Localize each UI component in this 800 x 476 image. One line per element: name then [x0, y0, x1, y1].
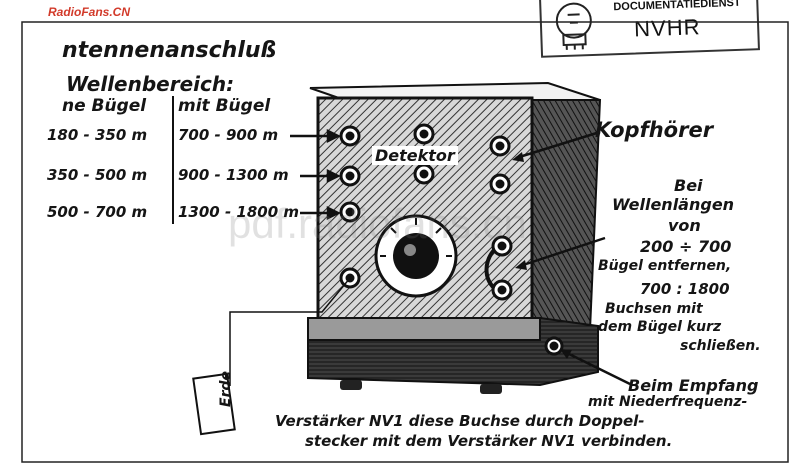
note-line: Wellenlängen — [612, 195, 735, 214]
sockets — [339, 123, 564, 356]
dial-knob-highlight — [404, 244, 416, 256]
frame-border — [21, 21, 789, 463]
dial-ticks — [380, 218, 452, 257]
tube-logo-icon — [555, 2, 592, 50]
range-row-with: 900 - 1300 m — [178, 166, 289, 184]
kopfhoerer-arrow — [515, 130, 601, 160]
ground-wire — [229, 277, 351, 386]
archive-stamp: DOCUMENTATIEDIENST NVHR — [539, 0, 760, 58]
empfang-arrow — [564, 350, 631, 386]
note-line: von — [668, 216, 701, 235]
kopfhoerer-label: Kopfhörer — [595, 118, 714, 142]
empfang-line: mit Niederfrequenz- — [588, 394, 748, 410]
note-line: 200 ÷ 700 — [640, 237, 732, 256]
dial-knob — [393, 233, 439, 279]
note-line: Buchsen mit — [605, 301, 703, 317]
note-line: dem Bügel kurz — [598, 319, 722, 335]
empfang-line: Beim Empfang — [628, 376, 759, 395]
foot-right — [480, 384, 502, 394]
instruction-line: stecker mit dem Verstärker NV1 verbinden… — [305, 432, 673, 450]
note-line: 700 : 1800 — [640, 280, 730, 298]
wave-range-title: Wellenbereich: — [66, 72, 235, 96]
column-divider — [172, 96, 174, 224]
erde-label: Erde — [217, 371, 234, 407]
range-row-with: 1300 - 1800 m — [178, 203, 300, 221]
detektor-label: Detektor — [372, 146, 458, 165]
watermark-pdf: pdf.radiofans.cn — [228, 200, 527, 247]
column-with-bracket: mit Bügel — [178, 96, 271, 116]
column-without-bracket: ne Bügel — [62, 96, 147, 116]
instruction-line: Verstärker NV1 diese Buchse durch Doppel… — [275, 412, 645, 430]
base-trim — [307, 317, 541, 341]
bracket-link — [484, 248, 496, 290]
note-line: Bei — [674, 176, 703, 195]
range-row-without: 180 - 350 m — [47, 126, 148, 144]
range-row-with: 700 - 900 m — [178, 126, 279, 144]
range-row-without: 500 - 700 m — [47, 203, 148, 221]
range-row-without: 350 - 500 m — [47, 166, 148, 184]
antenna-title: ntennenanschluß — [62, 38, 277, 63]
foot-left — [340, 380, 362, 390]
range-arrows — [290, 128, 341, 221]
bracket-arrow — [519, 236, 606, 268]
note-line: schließen. — [680, 338, 761, 354]
watermark-radiofans: RadioFans.CN — [48, 5, 131, 19]
erde-box — [192, 372, 236, 436]
note-line: Bügel entfernen, — [598, 258, 732, 274]
